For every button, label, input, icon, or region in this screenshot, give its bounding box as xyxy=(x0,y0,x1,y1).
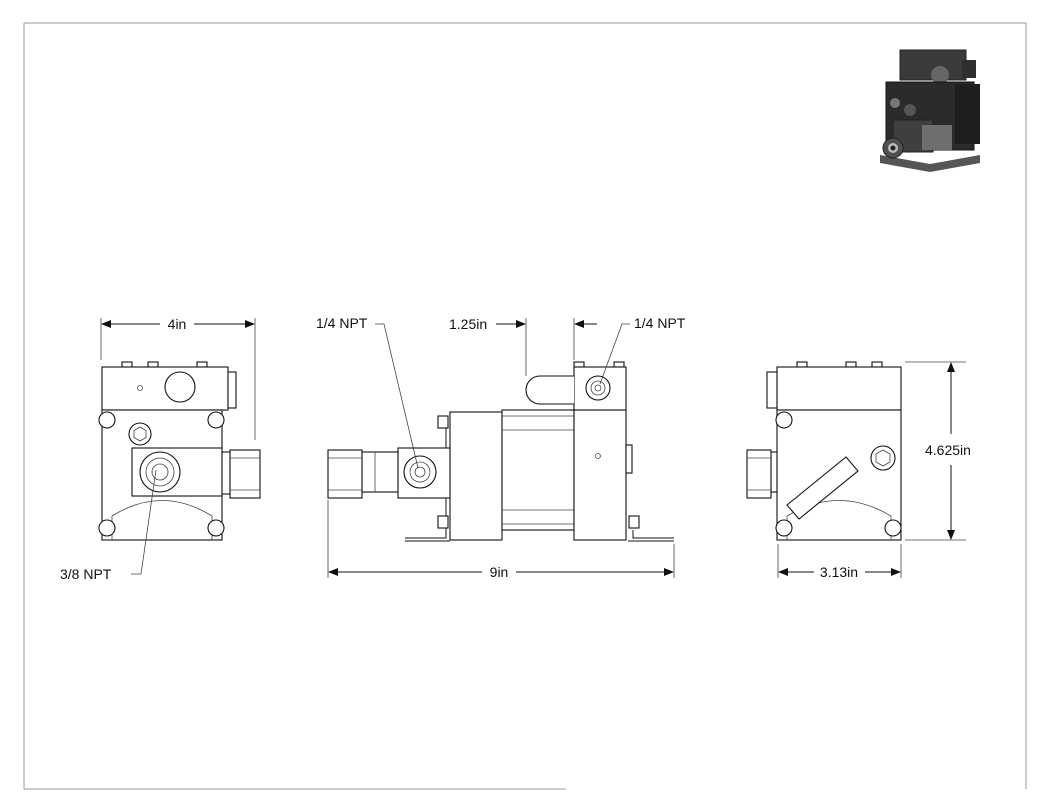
side-view xyxy=(327,361,674,542)
front-view xyxy=(98,361,261,541)
front-inlet-label: 3/8 NPT xyxy=(60,566,112,582)
outlet-offset-label: 1.25in xyxy=(449,316,487,332)
outlet-label: 1/4 NPT xyxy=(634,315,686,331)
dim-outlet-offset: 1.25in xyxy=(449,316,597,376)
callout-front-inlet: 3/8 NPT xyxy=(60,469,157,582)
depth-label: 3.13in xyxy=(820,564,858,580)
side-inlet-label: 1/4 NPT xyxy=(316,315,368,331)
overall-length-label: 9in xyxy=(490,564,509,580)
dim-depth: 3.13in xyxy=(777,544,902,580)
dim-overall-length: 9in xyxy=(327,500,675,580)
dim-height: 4.625in xyxy=(905,361,971,541)
callout-outlet: 1/4 NPT xyxy=(599,315,686,385)
height-label: 4.625in xyxy=(925,442,971,458)
dim-front-width: 4in xyxy=(100,316,256,440)
end-view xyxy=(746,361,902,541)
sheet-border xyxy=(23,22,1027,790)
front-width-label: 4in xyxy=(168,316,187,332)
callout-side-inlet: 1/4 NPT xyxy=(316,315,419,469)
isometric-render xyxy=(880,49,980,172)
